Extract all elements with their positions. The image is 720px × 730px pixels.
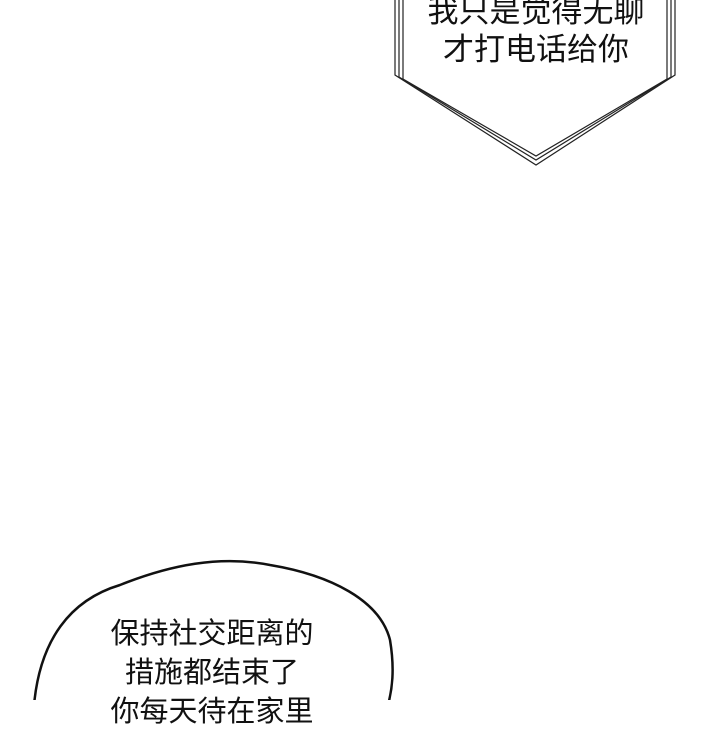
bubble-text-line: 才打电话给你 (443, 32, 629, 68)
bubble-text-line: 措施都结束了 (124, 655, 300, 689)
bottom-bubble-outline (33, 559, 394, 700)
bubble-text-line: 你每天待在家里 (110, 694, 314, 728)
bubble-outlines (33, 0, 676, 700)
bubble-text-line: 保持社交距离的 (110, 616, 314, 650)
top-bubble-outline (394, 0, 676, 166)
bubble-text-line: 我只是觉得无聊 (427, 0, 645, 30)
